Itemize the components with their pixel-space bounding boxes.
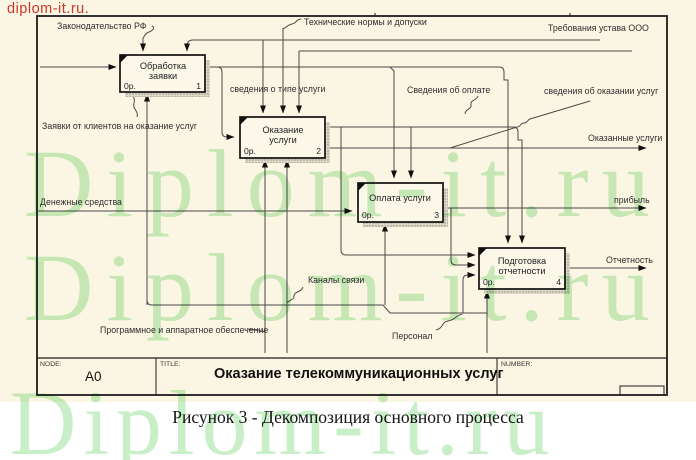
box4-title-line1: Подготовка [498,256,547,266]
squiggle-software [247,328,266,333]
box3-number: 3 [434,210,439,220]
label-service-type-info: сведения о типе услуги [230,84,325,94]
box4-cost: 0р. [483,277,495,287]
arrow-bus-to-box4-left [462,272,476,313]
box3-title-line1: Оплата услуги [369,193,431,203]
box2-title-line2: услуги [269,135,297,145]
activity-boxes: Обработка заявки 0р. 1 Оказание услуги 0… [119,54,570,294]
label-payment-info: Сведения об оплате [407,85,490,95]
arrow-box1-to-box3-top [389,66,397,179]
arrow-labels: Законодательство РФ Технические нормы и … [40,17,662,341]
site-watermark-red: diplom-it.ru. [7,1,90,17]
activity-box-1: Обработка заявки 0р. 1 [119,54,210,97]
pointer-service-render-info [449,100,591,149]
node-value: A0 [85,369,102,384]
label-charter: Требования устава ООО [548,23,649,33]
squiggle-channels [286,286,304,304]
label-money: Денежные средства [40,197,122,207]
label-personnel: Персонал [392,331,432,341]
number-label: NUMBER: [501,361,532,368]
label-software: Программное и аппаратное обеспечение [100,325,268,335]
arrow-box2-to-box4-top [325,126,525,244]
label-services-rendered: Оказанные услуги [588,133,662,143]
form-frame [36,13,668,396]
label-reporting: Отчетность [606,255,653,265]
arrow-network [37,18,647,353]
squiggle-law [142,25,155,39]
squiggle-payment-info [464,95,479,115]
label-law: Законодательство РФ [57,21,147,31]
activity-box-4: Подготовка отчетности 0р. 4 [478,247,570,294]
title-label: TITLE: [160,361,181,368]
box3-cost: 0р. [362,210,374,220]
activity-box-2: Оказание услуги 0р. 2 [239,116,330,163]
label-service-render-info: сведения об оказании услуг [544,86,658,96]
box2-title-line1: Оказание [262,125,303,135]
figure-caption: Рисунок 3 - Декомпозиция основного проце… [172,407,524,427]
label-tech-norms: Технические нормы и допуски [304,17,427,27]
number-cell-box [619,385,665,396]
box1-number: 1 [196,81,201,91]
arrow-box1-to-box4-top [205,66,511,244]
box4-title-line2: отчетности [498,266,545,276]
node-label: NODE: [40,361,62,368]
box4-number: 4 [556,277,561,287]
box1-title-line1: Обработка [140,61,187,71]
label-channels: Каналы связи [308,275,364,285]
label-profit: прибыль [614,195,650,205]
box2-number: 2 [316,146,321,156]
squiggle-personnel [435,313,463,331]
activity-box-3: Оплата услуги 0р. 3 [357,182,448,227]
box1-cost: 0р. [124,81,136,91]
arrow-box3-to-box4-left [450,208,476,268]
label-client-requests: Заявки от клиентов на оказание услуг [42,121,197,131]
squiggle-tech [282,18,302,30]
footer-bar: NODE: A0 TITLE: Оказание телекоммуникаци… [40,361,532,384]
box1-title-line2: заявки [149,71,177,81]
title-value: Оказание телекоммуникационных услуг [214,366,504,382]
control-bus-1 [184,39,600,52]
arrow-box2-to-box4-left [340,127,476,258]
box2-cost: 0р. [244,146,256,156]
